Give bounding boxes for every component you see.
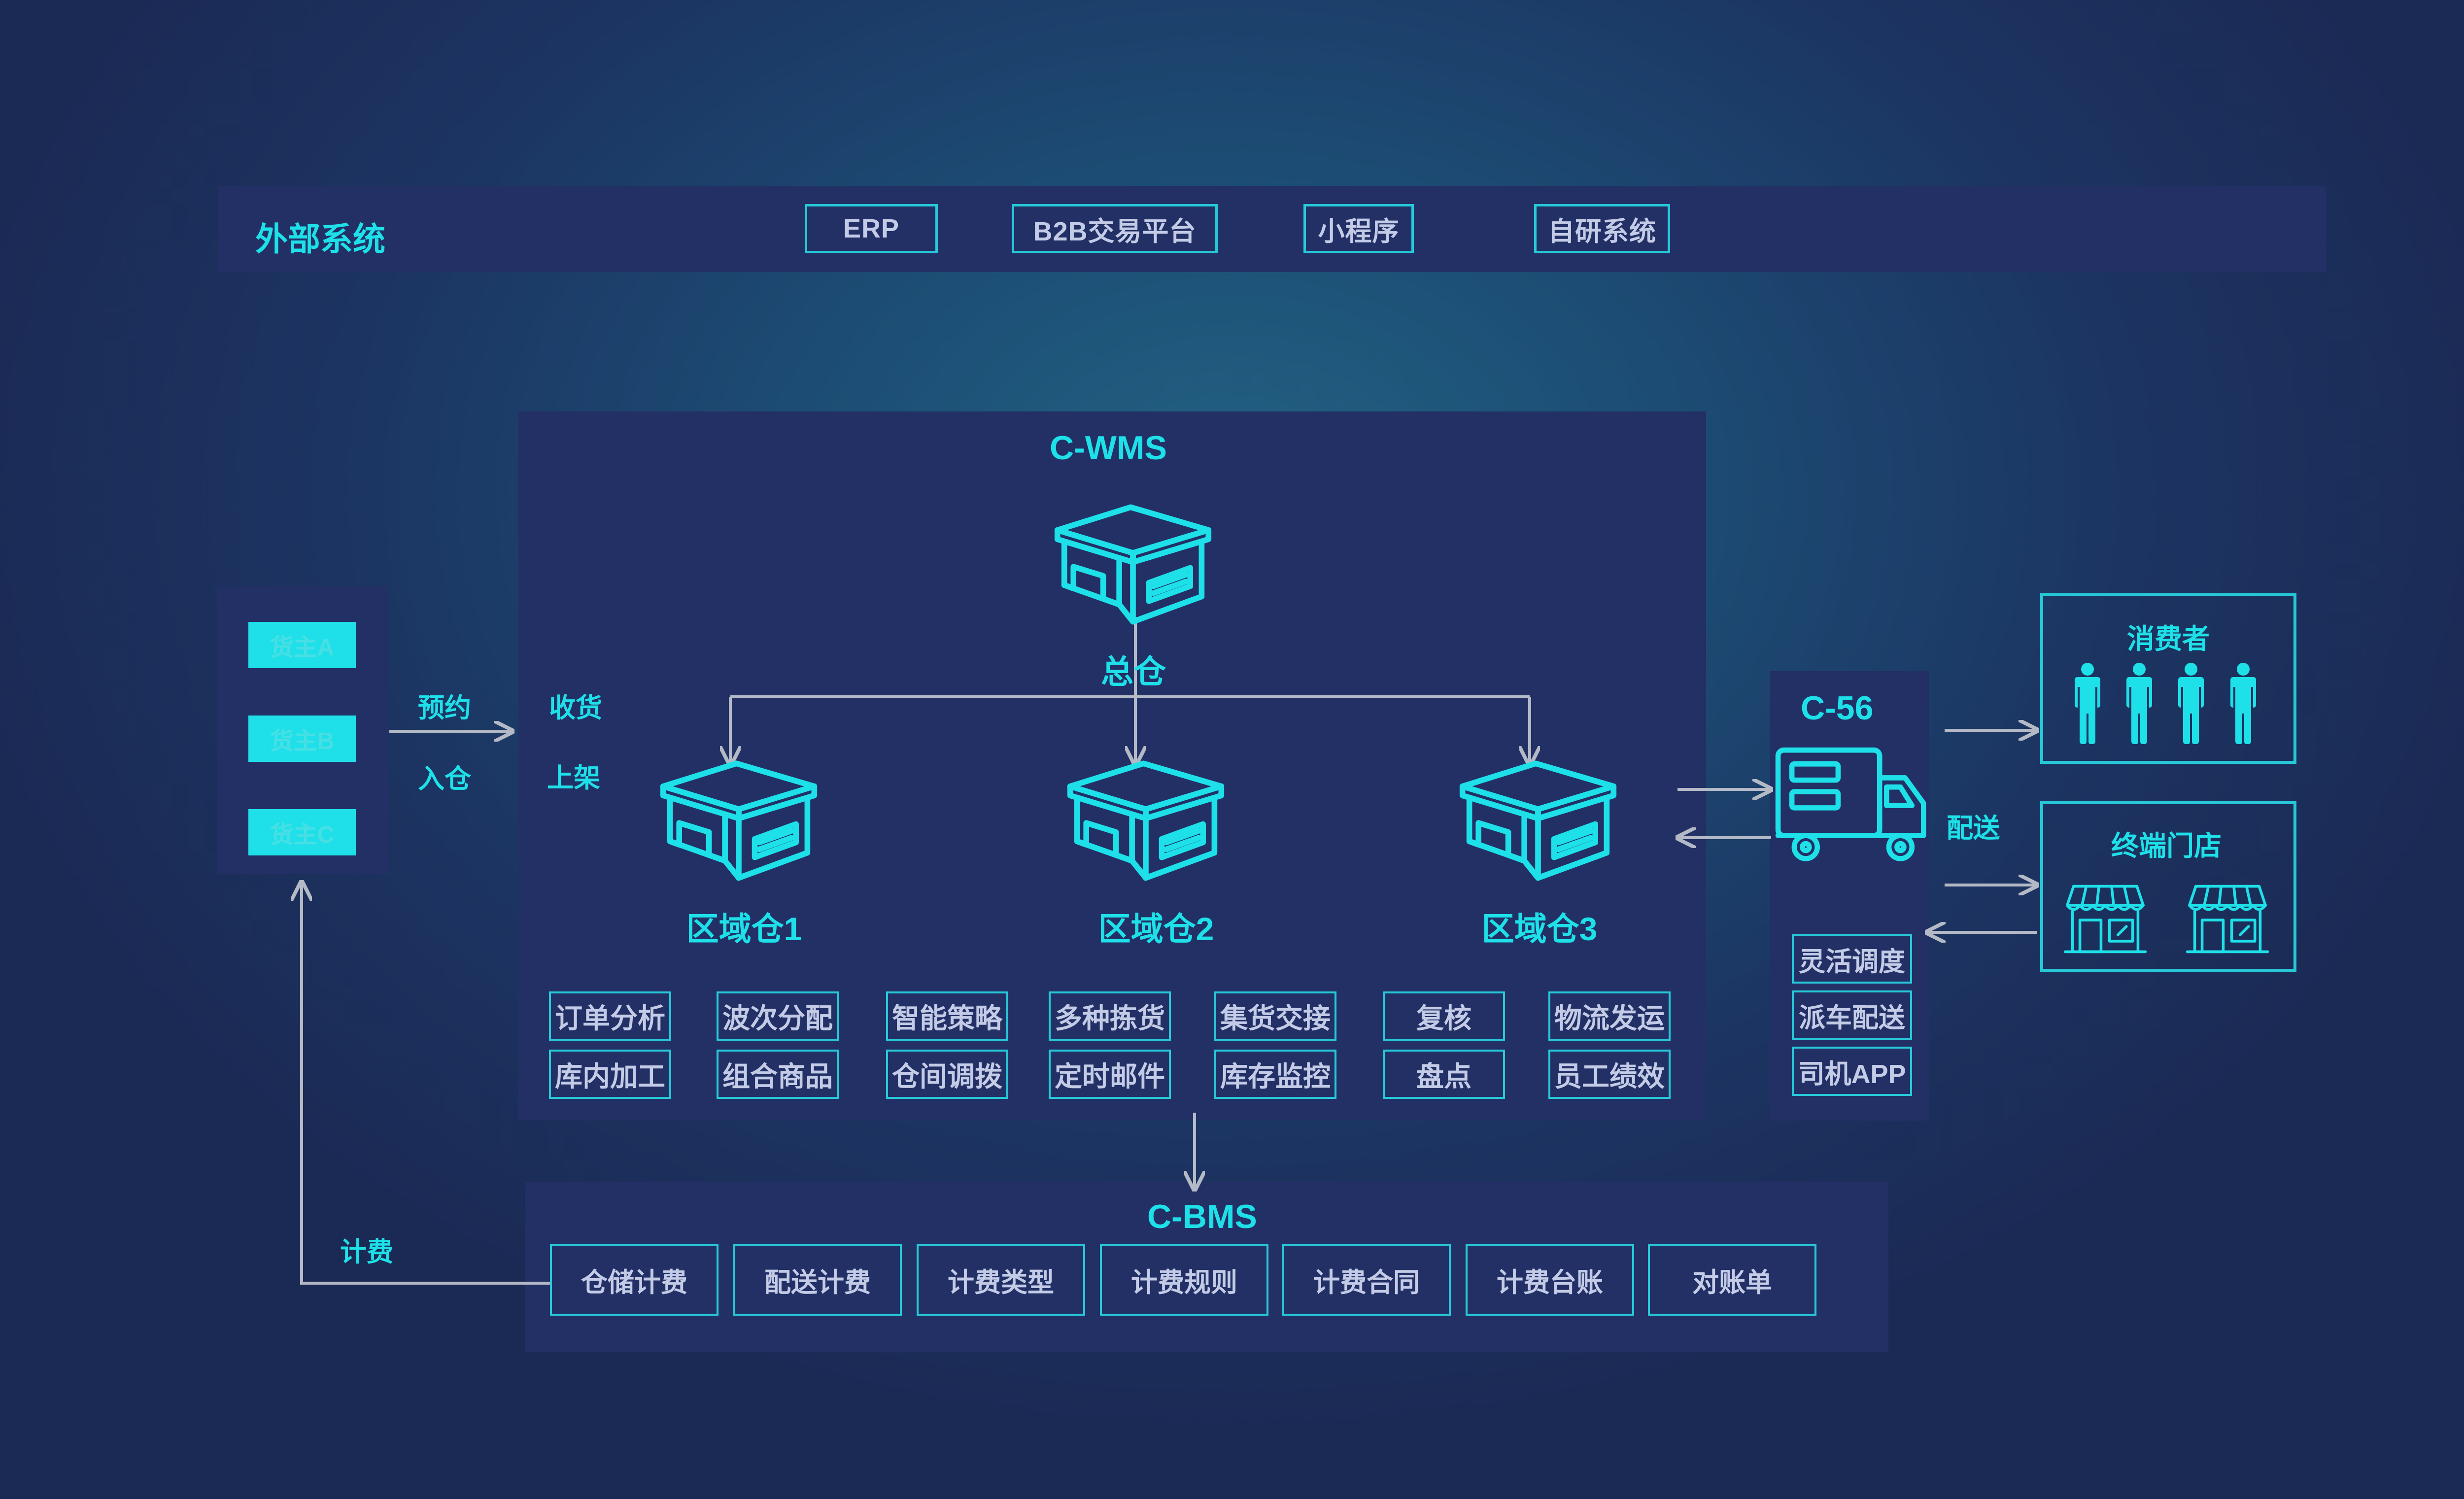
owner-a[interactable]: 货主A bbox=[248, 622, 356, 668]
external-erp[interactable]: ERP bbox=[805, 204, 938, 253]
people-icon bbox=[2075, 663, 2256, 744]
bms-item[interactable]: 配送计费 bbox=[733, 1244, 902, 1316]
bms-item[interactable]: 仓储计费 bbox=[550, 1244, 719, 1316]
wms-feature[interactable]: 库内加工 bbox=[549, 1050, 671, 1099]
wms-feature[interactable]: 员工绩效 bbox=[1548, 1050, 1671, 1099]
wms-feature[interactable]: 盘点 bbox=[1383, 1050, 1505, 1099]
stores-box bbox=[2040, 801, 2296, 972]
wms-feature[interactable]: 组合商品 bbox=[717, 1050, 839, 1099]
bms-item[interactable]: 计费合同 bbox=[1282, 1244, 1451, 1316]
bms-item[interactable]: 计费类型 bbox=[917, 1244, 1085, 1316]
owner-b[interactable]: 货主B bbox=[248, 715, 356, 762]
regional-warehouse-2-icon bbox=[1067, 760, 1225, 881]
wms-feature[interactable]: 波次分配 bbox=[717, 991, 839, 1041]
tms-feature[interactable]: 派车配送 bbox=[1792, 990, 1912, 1040]
label-reserve: 预约 bbox=[418, 693, 471, 723]
wms-panel bbox=[518, 411, 1706, 1120]
external-systems-title: 外部系统 bbox=[255, 221, 385, 257]
bms-item[interactable]: 计费规则 bbox=[1100, 1244, 1268, 1316]
external-systems-bar bbox=[218, 186, 2326, 272]
tms-feature[interactable]: 司机APP bbox=[1792, 1047, 1912, 1096]
external-miniprogram[interactable]: 小程序 bbox=[1303, 204, 1414, 253]
wms-feature[interactable]: 定时邮件 bbox=[1049, 1050, 1171, 1099]
tms-panel bbox=[1770, 671, 1929, 1121]
bms-to-owner-arrow bbox=[302, 882, 550, 1285]
main-warehouse-icon bbox=[1054, 504, 1212, 625]
stores-title: 终端门店 bbox=[2111, 830, 2222, 861]
label-delivery: 配送 bbox=[1947, 814, 2000, 843]
label-billing: 计费 bbox=[340, 1237, 393, 1267]
external-b2b[interactable]: B2B交易平台 bbox=[1012, 204, 1218, 253]
wms-feature[interactable]: 集货交接 bbox=[1214, 991, 1336, 1041]
consumers-title: 消费者 bbox=[2127, 623, 2210, 654]
wms-feature[interactable]: 多种拣货 bbox=[1049, 991, 1171, 1041]
tms-feature[interactable]: 灵活调度 bbox=[1792, 934, 1912, 984]
bms-item[interactable]: 对账单 bbox=[1648, 1244, 1816, 1316]
wms-feature[interactable]: 订单分析 bbox=[549, 991, 671, 1041]
wms-feature[interactable]: 复核 bbox=[1383, 991, 1505, 1041]
main-warehouse-label: 总仓 bbox=[1101, 653, 1166, 690]
store-icon bbox=[2186, 885, 2269, 954]
bms-title: C-BMS bbox=[1147, 1198, 1257, 1235]
store-icon bbox=[2063, 885, 2147, 954]
regional-warehouse-3-label: 区域仓3 bbox=[1481, 911, 1598, 947]
bms-panel bbox=[525, 1182, 1888, 1352]
wms-title: C-WMS bbox=[1050, 429, 1167, 467]
label-shelve: 上架 bbox=[547, 763, 600, 793]
external-inhouse[interactable]: 自研系统 bbox=[1534, 204, 1670, 253]
wms-feature[interactable]: 仓间调拨 bbox=[886, 1050, 1008, 1099]
wms-feature[interactable]: 物流发运 bbox=[1548, 991, 1671, 1041]
label-inbound: 入仓 bbox=[418, 764, 471, 794]
regional-warehouse-2-label: 区域仓2 bbox=[1098, 911, 1214, 947]
tms-title: C-56 bbox=[1801, 689, 1874, 727]
truck-icon bbox=[1775, 747, 1926, 861]
wms-feature[interactable]: 智能策略 bbox=[886, 991, 1008, 1041]
consumers-box bbox=[2040, 593, 2296, 764]
bms-item[interactable]: 计费台账 bbox=[1466, 1244, 1634, 1316]
label-receive: 收货 bbox=[549, 693, 602, 723]
wms-feature[interactable]: 库存监控 bbox=[1214, 1050, 1336, 1099]
regional-warehouse-1-icon bbox=[660, 760, 818, 881]
regional-warehouse-3-icon bbox=[1459, 760, 1617, 881]
regional-warehouse-1-label: 区域仓1 bbox=[686, 911, 802, 947]
owner-c[interactable]: 货主C bbox=[248, 809, 356, 855]
